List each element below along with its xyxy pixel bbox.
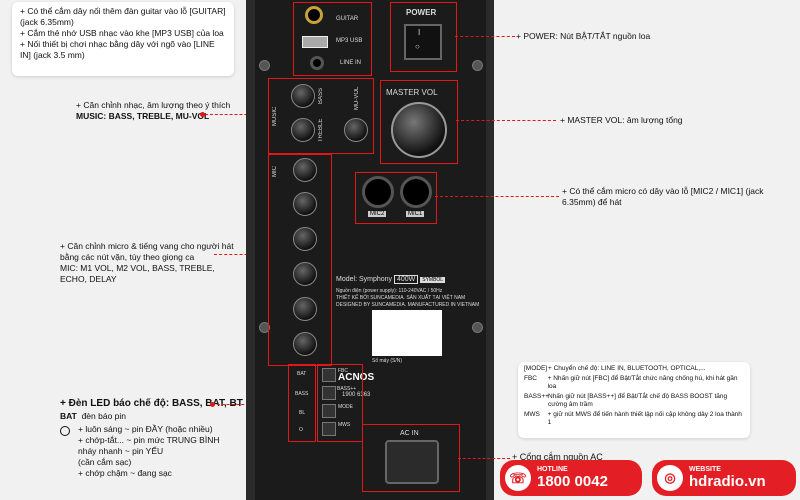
leader-micjack (435, 196, 559, 197)
master-vol-label: MASTER VOL (386, 88, 438, 97)
master-vol-knob[interactable] (391, 102, 447, 158)
screw-icon (259, 322, 270, 333)
led-bass-label: BASS (295, 391, 309, 397)
note-music: + Căn chỉnh nhạc, âm lượng theo ý thích … (76, 100, 231, 121)
led-o-icon: O (299, 427, 303, 433)
mu-vol-label: MU-VOL (354, 86, 360, 110)
mic-label: MIC (272, 166, 278, 178)
leader-dot (210, 402, 215, 407)
power-box (390, 2, 457, 72)
mic-echo-knob[interactable] (293, 297, 317, 321)
fbc-label: FBC (338, 368, 348, 374)
leader-music (205, 114, 267, 115)
led-box (288, 364, 316, 442)
mic2-label: MIC2 (368, 211, 387, 217)
speaker-panel (255, 0, 487, 500)
note-ac: + Cổng cắm nguồn AC (512, 452, 603, 462)
mic1-jack[interactable] (400, 176, 432, 208)
note-master: + MASTER VOL: âm lượng tổng (560, 115, 683, 125)
globe-icon: ◎ (657, 465, 683, 491)
spec-3: DESIGNED BY SUNCAMEDIA. MANUFACTURED IN … (336, 302, 480, 308)
mws-button[interactable] (322, 422, 336, 436)
fbc-button[interactable] (322, 368, 336, 382)
hotline-label: HOTLINE (537, 466, 568, 473)
note-power: + POWER: Nút BẬT/TẮT nguồn loa (516, 31, 651, 41)
mic2-jack[interactable] (362, 176, 394, 208)
website-badge[interactable]: ◎ WEBSITE hdradio.vn (652, 460, 796, 496)
leader-dot (200, 112, 205, 117)
note-modes-card: [MODE]+ Chuyển chế độ: LINE IN, BLUETOOT… (518, 362, 750, 438)
leader-mic (214, 254, 268, 255)
power-off-icon: ○ (415, 42, 420, 51)
hotline-number: 1800 0042 (537, 473, 608, 490)
music-box (268, 78, 374, 154)
music-label: MUSIC (272, 106, 278, 126)
website-url: hdradio.vn (689, 473, 766, 490)
led-indicator-icon (60, 426, 70, 436)
linein-label: LINE IN (340, 60, 362, 66)
mws-label: MWS (338, 422, 351, 428)
panel-edge-right (486, 0, 494, 500)
note-linein: + Nối thiết bị chơi nhạc bằng dây với ng… (20, 39, 215, 60)
note-inputs-card: + Có thể cắm dây nối thêm đàn guitar vào… (12, 2, 234, 76)
bass-pp-button[interactable] (322, 386, 336, 400)
note-guitar: + Có thể cắm dây nối thêm đàn guitar vào… (20, 6, 226, 27)
mic-delay-knob[interactable] (293, 332, 317, 356)
mode-button[interactable] (322, 404, 336, 418)
mode-label: MODE (338, 404, 353, 410)
mic-bass-knob[interactable] (293, 227, 317, 251)
mic1-label: MIC1 (406, 211, 425, 217)
mp3usb-label: MP3 USB (336, 38, 363, 44)
note-mic-jack: + Có thể cắm micro có dây vào lỗ [MIC2 /… (562, 186, 764, 207)
note-led: + Đèn LED báo chế độ: BASS, BAT, BT BAT … (60, 398, 243, 478)
note-mic: + Căn chỉnh micro & tiếng vang cho người… (60, 241, 234, 284)
serial-label: Số máy (S/N) (372, 358, 403, 364)
mic-m2-knob[interactable] (293, 192, 317, 216)
brand-hotline: 1900 6363 (342, 392, 371, 398)
spec-1: Nguồn điện (power supply): 110-240VAC / … (336, 288, 443, 294)
screw-icon (259, 60, 270, 71)
model-label: Model: Symphony 400W SYMBOL (336, 275, 446, 284)
spec-2: THIẾT KẾ BỞI SUNCAMEDIA. SẢN XUẤT TẠI VI… (336, 295, 466, 301)
led-bl-label: BL (299, 410, 306, 416)
serial-sticker (372, 310, 442, 356)
mu-vol-knob[interactable] (344, 118, 368, 142)
guitar-label: GUITAR (336, 16, 359, 22)
leader-ac (458, 458, 510, 459)
power-switch[interactable] (404, 24, 442, 60)
bass-pp-label: BASS++ (337, 386, 357, 392)
screw-icon (472, 60, 483, 71)
leader-master (456, 120, 556, 121)
website-label: WEBSITE (689, 466, 721, 473)
hotline-badge[interactable]: ☏ HOTLINE 1800 0042 (500, 460, 642, 496)
leader-power (455, 36, 515, 37)
buttons-box (317, 364, 363, 442)
led-bat-label: BAT (297, 371, 307, 377)
mic-treble-knob[interactable] (293, 262, 317, 286)
music-treble-label: TREBLE (318, 118, 324, 142)
power-on-icon: I (418, 28, 421, 37)
panel-edge-left (246, 0, 256, 500)
mic-jack-box (355, 172, 437, 224)
mic-box (268, 154, 332, 366)
guitar-jack[interactable] (305, 6, 323, 24)
phone-icon: ☏ (505, 465, 531, 491)
power-label: POWER (406, 8, 437, 17)
ac-socket[interactable] (385, 440, 439, 484)
music-bass-label: BASS (318, 88, 324, 105)
linein-jack[interactable] (310, 56, 324, 70)
usb-port[interactable] (302, 36, 328, 48)
music-bass-knob[interactable] (291, 84, 315, 108)
brand-logo: ACNOS (338, 372, 375, 383)
master-vol-box (380, 80, 458, 164)
mic-m1-knob[interactable] (293, 158, 317, 182)
screw-icon (472, 322, 483, 333)
note-usb: + Cắm thẻ nhớ USB nhạc vào khe [MP3 USB]… (20, 28, 224, 38)
ac-in-label: AC IN (400, 430, 419, 437)
inputs-box (293, 2, 372, 76)
music-treble-knob[interactable] (291, 118, 315, 142)
